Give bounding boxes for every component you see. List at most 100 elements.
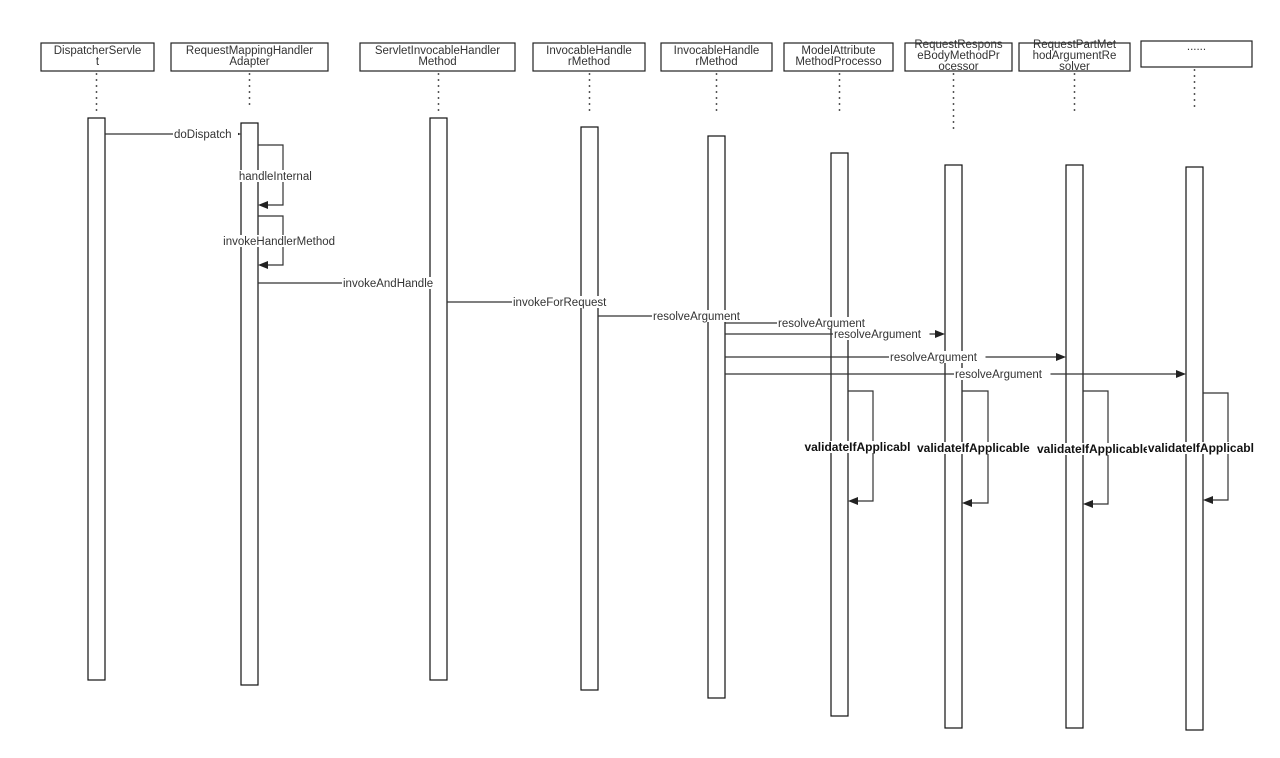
participant-name-line: Method <box>418 56 456 68</box>
arrow-head <box>1176 370 1186 378</box>
message-5: resolveArgument <box>598 310 749 323</box>
message-label: handleInternal <box>239 171 312 183</box>
message-label-background <box>222 235 344 247</box>
message-label: invokeAndHandle <box>343 278 433 290</box>
activation-bars <box>87 117 1204 731</box>
participant-name-line: DispatcherServle <box>54 45 142 57</box>
participant-name-line: hodArgumentRe <box>1033 50 1117 62</box>
message-label: validateIfApplicabl <box>1148 441 1254 455</box>
participant-box <box>40 42 155 72</box>
arrow-head <box>935 330 945 338</box>
activation-bar-ihm2 <box>707 135 726 699</box>
lifelines <box>95 69 1196 130</box>
participant-name-line: RequestPartMet <box>1033 39 1117 51</box>
message-2: invokeHandlerMethod <box>222 215 344 269</box>
participant-box <box>1140 40 1253 68</box>
message-label-background <box>512 296 615 308</box>
participant-name-line: MethodProcesso <box>795 56 881 68</box>
participant-name-line: t <box>96 56 100 68</box>
message-8: resolveArgument <box>725 351 1066 364</box>
message-label: validateIfApplicable <box>917 441 1030 455</box>
participant-name-line: ModelAttribute <box>801 45 875 57</box>
message-label-background <box>652 310 749 322</box>
message-label-background <box>1036 443 1176 455</box>
message-label-background <box>916 442 1056 454</box>
message-7: resolveArgument <box>725 328 945 341</box>
activation-bar-dispatcher <box>87 117 106 681</box>
arrow-head <box>962 499 972 507</box>
activation-bar-sihm <box>429 117 448 681</box>
message-11: validateIfApplicable <box>916 390 1056 507</box>
arrow-head <box>1083 500 1093 508</box>
message-10: validateIfApplicabl <box>803 390 937 505</box>
message-label: validateIfApplicable <box>1037 442 1150 456</box>
message-label: invokeForRequest <box>513 297 607 309</box>
message-0: doDispatch <box>105 128 241 141</box>
message-label: invokeHandlerMethod <box>223 236 335 248</box>
arrow-head <box>1056 353 1066 361</box>
message-label-background <box>1146 442 1280 454</box>
participant-box <box>170 42 329 72</box>
participant-name-line: RequestMappingHandler <box>186 45 313 57</box>
message-3: invokeAndHandle <box>258 277 439 290</box>
activation-bar-mamp <box>830 152 849 717</box>
message-1: handleInternal <box>237 144 329 209</box>
message-4: invokeForRequest <box>447 296 615 309</box>
participant-name-line: InvocableHandle <box>546 45 632 57</box>
message-13: validateIfApplicabl <box>1146 392 1280 504</box>
message-label-background <box>833 328 930 340</box>
participant-box <box>532 42 646 72</box>
messages: doDispatch handleInternal invokeHandlerMet… <box>105 128 1280 508</box>
arrow-head <box>1203 496 1213 504</box>
participant-box <box>904 42 1013 72</box>
participant-name-line: solver <box>1059 61 1090 73</box>
participant-name-line: ServletInvocableHandler <box>375 45 500 57</box>
message-label-background <box>889 351 986 363</box>
arrow-head <box>258 201 268 209</box>
message-label-background <box>173 128 238 140</box>
activation-bar-ihm1 <box>580 126 599 691</box>
message-label: doDispatch <box>174 129 232 141</box>
participant-name-line: RequestRespons <box>914 39 1002 51</box>
participant-box <box>359 42 516 72</box>
message-6: resolveArgument <box>725 317 874 330</box>
message-label: resolveArgument <box>653 311 741 323</box>
arrow-head <box>258 261 268 269</box>
message-12: validateIfApplicable <box>1036 390 1176 508</box>
participant-name-line: rMethod <box>568 56 610 68</box>
message-label: resolveArgument <box>955 369 1043 381</box>
participant-name-line: ...... <box>1187 41 1206 53</box>
participant-box <box>1018 42 1131 72</box>
participant-more: ...... <box>1140 40 1253 68</box>
message-label: resolveArgument <box>778 318 866 330</box>
message-label: resolveArgument <box>890 352 978 364</box>
participant-name-line: eBodyMethodPr <box>917 50 1000 62</box>
message-label-background <box>237 170 329 182</box>
participant-name-line: InvocableHandle <box>674 45 760 57</box>
message-label-background <box>803 441 937 453</box>
activation-bar-rmha <box>240 122 259 686</box>
participant-name-line: Adapter <box>229 56 269 68</box>
message-label-background <box>954 368 1051 380</box>
arrow-head <box>848 497 858 505</box>
message-label-background <box>342 277 439 289</box>
participant-box <box>660 42 773 72</box>
participant-name-line: rMethod <box>695 56 737 68</box>
participant-name-line: ocessor <box>938 61 978 73</box>
message-label: validateIfApplicabl <box>804 440 910 454</box>
message-9: resolveArgument <box>725 368 1186 381</box>
message-label: resolveArgument <box>834 329 922 341</box>
message-label-background <box>777 317 874 329</box>
participant-box <box>783 42 894 72</box>
